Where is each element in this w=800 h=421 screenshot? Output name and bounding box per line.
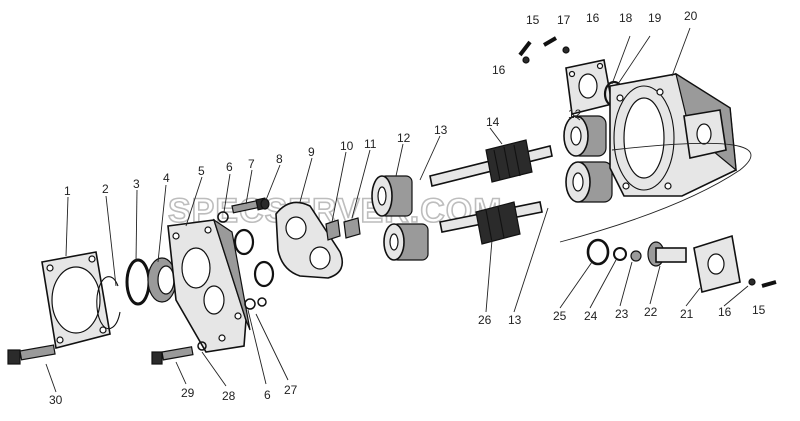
- part-12-gear-right-top: [563, 115, 607, 157]
- label-29: 29: [181, 386, 195, 400]
- label-26: 26: [478, 313, 492, 327]
- part-14-drive-shaft: [429, 139, 553, 187]
- label-16-top: 16: [586, 11, 600, 25]
- part-29-bolt: [151, 346, 194, 365]
- label-14: 14: [486, 115, 500, 129]
- label-12-left: 12: [397, 131, 411, 145]
- part-3-ring: [125, 258, 151, 306]
- label-12-right: 12: [568, 107, 582, 121]
- label-30: 30: [49, 393, 63, 407]
- part-12-gear-lower: [383, 223, 429, 261]
- part-22-valve: [647, 241, 687, 267]
- part-24-ring: [613, 247, 627, 261]
- part-12-gear-left: [371, 175, 413, 217]
- part-9-plate: [275, 201, 344, 279]
- label-25: 25: [553, 309, 567, 323]
- part-21-cover-plate: [693, 234, 741, 293]
- label-13-bottom: 13: [508, 313, 522, 327]
- label-18: 18: [619, 11, 633, 25]
- label-4: 4: [163, 171, 170, 185]
- part-12-gear-right-bottom: [565, 161, 613, 203]
- part-25-ring: [586, 238, 610, 266]
- label-21: 21: [680, 307, 694, 321]
- label-15-top: 15: [526, 13, 540, 27]
- part-4-seal: [147, 257, 177, 303]
- label-3: 3: [133, 177, 140, 191]
- part-8-nut: [260, 198, 270, 210]
- label-11: 11: [364, 137, 377, 151]
- part-15-bolt-top: [518, 40, 532, 57]
- part-16-washer-bottom: [748, 278, 756, 286]
- label-10: 10: [340, 139, 354, 153]
- label-15-bottom: 15: [752, 303, 766, 317]
- label-6-bottom: 6: [264, 388, 271, 402]
- label-22: 22: [644, 305, 658, 319]
- part-15-bolt-bottom: [761, 280, 777, 288]
- label-28: 28: [222, 389, 236, 403]
- label-5: 5: [198, 164, 205, 178]
- part-6-washer-top: [217, 211, 229, 223]
- label-19: 19: [648, 11, 662, 25]
- label-7: 7: [248, 157, 255, 171]
- part-11-key: [343, 217, 361, 239]
- part-18-flange: [565, 59, 613, 115]
- part-1-gasket: [41, 251, 111, 349]
- part-28-washer: [197, 341, 207, 351]
- part-30-bolt: [7, 344, 56, 365]
- part-17-bolt-top: [542, 36, 558, 47]
- label-16-mid: 16: [492, 63, 506, 77]
- label-9: 9: [308, 145, 315, 159]
- part-2-snap-ring: [96, 276, 121, 330]
- label-23: 23: [615, 307, 629, 321]
- part-labels: 1 2 3 4 5 6 7 8 9 10 11 12 13 14 12 15 1…: [49, 9, 766, 407]
- label-13-top: 13: [434, 123, 448, 137]
- part-20-housing: [609, 72, 737, 197]
- part-10-key: [325, 219, 341, 241]
- label-16-bottom: 16: [718, 305, 732, 319]
- label-24: 24: [584, 309, 598, 323]
- label-2: 2: [102, 182, 109, 196]
- part-16-washers-top: [522, 46, 570, 64]
- label-20: 20: [684, 9, 698, 23]
- label-17: 17: [557, 13, 571, 27]
- label-8: 8: [276, 152, 283, 166]
- label-1: 1: [64, 184, 71, 198]
- part-23-ball: [630, 250, 642, 262]
- o-rings: [233, 228, 275, 310]
- label-6-top: 6: [226, 160, 233, 174]
- part-5-cover: [167, 218, 251, 353]
- part-26-driven-shaft: [439, 201, 543, 245]
- leader-lines: [45, 27, 752, 393]
- label-27: 27: [284, 383, 298, 397]
